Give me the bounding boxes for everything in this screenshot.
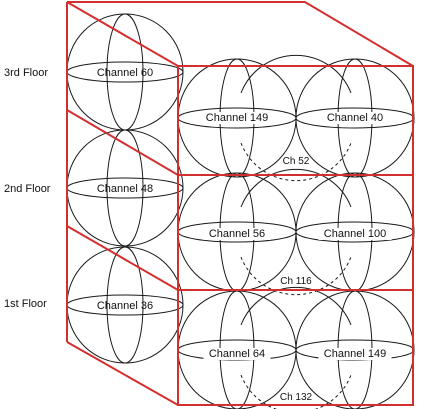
back-sphere-bottom-arc-1 bbox=[240, 142, 352, 182]
side-sphere-3 bbox=[66, 246, 184, 364]
labels: 3rd Floor 2nd Floor 1st Floor Channel 60 Cha… bbox=[4, 67, 392, 403]
front-left-channel-label-2-bg bbox=[203, 228, 271, 240]
front-right-channel-label-1-bg bbox=[321, 112, 389, 124]
frame-side-floor-line-lower bbox=[66, 225, 179, 291]
center-channel-label-1: Ch 52 bbox=[283, 156, 310, 167]
front-right-channel-label-2-bg bbox=[318, 228, 392, 240]
back-sphere-top-arc-3 bbox=[240, 286, 352, 326]
frame-front-face bbox=[177, 65, 414, 406]
front-right-channel-label-2: Channel 100 bbox=[324, 228, 386, 240]
back-sphere-1 bbox=[240, 54, 352, 182]
back-sphere-top-arc-1 bbox=[240, 54, 352, 94]
building-frame bbox=[66, 1, 414, 406]
back-sphere-3 bbox=[240, 286, 352, 409]
frame-bottom-diagonal bbox=[66, 341, 179, 406]
front-left-channel-label-1-bg bbox=[200, 112, 274, 124]
frame-top-edge bbox=[67, 1, 414, 67]
front-left-channel-label-1: Channel 149 bbox=[206, 112, 268, 124]
side-channel-label-3: Channel 36 bbox=[97, 300, 153, 312]
front-left-channel-label-3: Channel 64 bbox=[209, 348, 265, 360]
side-sphere-3-meridian bbox=[106, 246, 144, 364]
floor-label-3: 1st Floor bbox=[4, 298, 47, 310]
side-channel-label-2: Channel 48 bbox=[97, 183, 153, 195]
back-sphere-bottom-arc-2 bbox=[240, 256, 352, 296]
front-right-channel-label-3: Channel 149 bbox=[324, 348, 386, 360]
floor-label-2: 2nd Floor bbox=[4, 183, 51, 195]
side-channel-label-1: Channel 60 bbox=[97, 67, 153, 79]
back-sphere-bottom-arc-3 bbox=[240, 374, 352, 409]
front-left-channel-label-3-bg bbox=[203, 348, 271, 360]
center-channel-label-2: Ch 116 bbox=[280, 276, 312, 287]
frame-side-floor-line-upper bbox=[66, 109, 179, 176]
front-left-channel-label-2: Channel 56 bbox=[209, 228, 265, 240]
front-right-channel-label-3-bg bbox=[318, 348, 392, 360]
frame-top-left-diagonal bbox=[66, 1, 179, 67]
floor-label-1: 3rd Floor bbox=[4, 67, 48, 79]
back-sphere-2 bbox=[240, 168, 352, 296]
front-right-channel-label-1: Channel 40 bbox=[327, 112, 383, 124]
center-channel-label-3: Ch 132 bbox=[280, 392, 313, 403]
side-sphere-2-meridian bbox=[106, 129, 144, 247]
back-sphere-top-arc-2 bbox=[240, 168, 352, 208]
